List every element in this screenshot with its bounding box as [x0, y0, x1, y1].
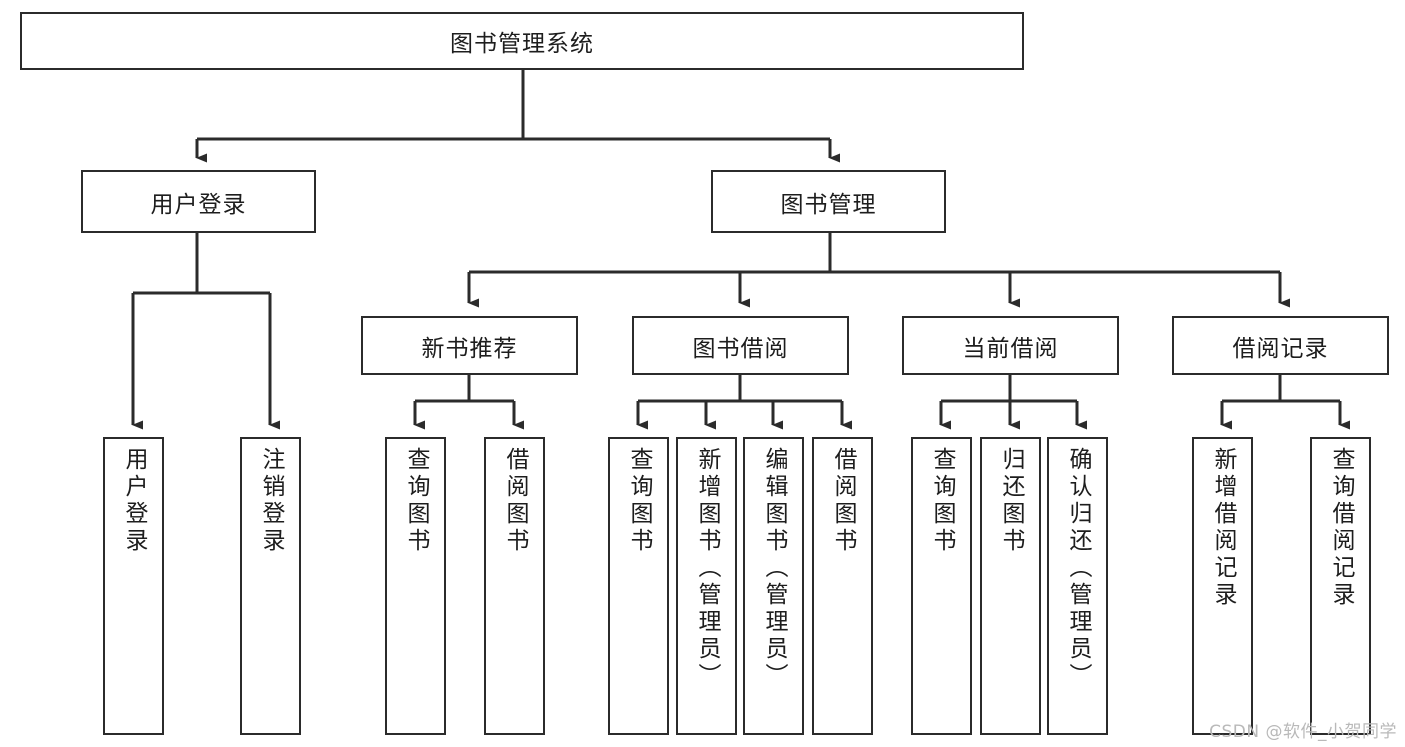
node-label: 用户登录: [150, 191, 247, 218]
node-label: 借阅记录: [1232, 335, 1329, 362]
leaf-label: 查询图书: [626, 447, 652, 555]
leaf-borrow-book-recommend[interactable]: 借阅图书: [484, 437, 545, 735]
leaf-logout[interactable]: 注销登录: [240, 437, 301, 735]
leaf-add-book-admin[interactable]: 新增图书（管理员）: [676, 437, 737, 735]
leaf-label: 注销登录: [258, 447, 284, 555]
node-label: 图书管理系统: [450, 31, 594, 57]
node-label: 图书借阅: [692, 335, 789, 362]
node-borrow-records[interactable]: 借阅记录: [1172, 316, 1389, 375]
node-label: 新书推荐: [421, 335, 518, 362]
leaf-label: 编辑图书（管理员）: [761, 447, 787, 690]
leaf-query-book-borrow[interactable]: 查询图书: [608, 437, 669, 735]
node-book-management[interactable]: 图书管理: [711, 170, 946, 233]
leaf-return-book[interactable]: 归还图书: [980, 437, 1041, 735]
leaf-label: 确认归还（管理员）: [1065, 447, 1091, 690]
node-book-borrow[interactable]: 图书借阅: [632, 316, 849, 375]
leaf-query-book-recommend[interactable]: 查询图书: [385, 437, 446, 735]
leaf-confirm-return-admin[interactable]: 确认归还（管理员）: [1047, 437, 1108, 735]
node-user-login[interactable]: 用户登录: [81, 170, 316, 233]
leaf-borrow-book[interactable]: 借阅图书: [812, 437, 873, 735]
leaf-label: 新增借阅记录: [1210, 447, 1236, 609]
leaf-label: 归还图书: [998, 447, 1024, 555]
node-new-book-recommend[interactable]: 新书推荐: [361, 316, 578, 375]
leaf-query-borrow-record[interactable]: 查询借阅记录: [1310, 437, 1371, 735]
leaf-user-login[interactable]: 用户登录: [103, 437, 164, 735]
leaf-add-borrow-record[interactable]: 新增借阅记录: [1192, 437, 1253, 735]
leaf-query-book-current[interactable]: 查询图书: [911, 437, 972, 735]
node-root-system[interactable]: 图书管理系统: [20, 12, 1024, 70]
node-current-borrow[interactable]: 当前借阅: [902, 316, 1119, 375]
leaf-label: 新增图书（管理员）: [694, 447, 720, 690]
node-label: 图书管理: [780, 191, 877, 218]
node-label: 当前借阅: [962, 335, 1059, 362]
leaf-label: 借阅图书: [830, 447, 856, 555]
leaf-edit-book-admin[interactable]: 编辑图书（管理员）: [743, 437, 804, 735]
leaf-label: 查询图书: [929, 447, 955, 555]
leaf-label: 用户登录: [121, 447, 147, 555]
leaf-label: 借阅图书: [502, 447, 528, 555]
leaf-label: 查询借阅记录: [1328, 447, 1354, 609]
leaf-label: 查询图书: [403, 447, 429, 555]
